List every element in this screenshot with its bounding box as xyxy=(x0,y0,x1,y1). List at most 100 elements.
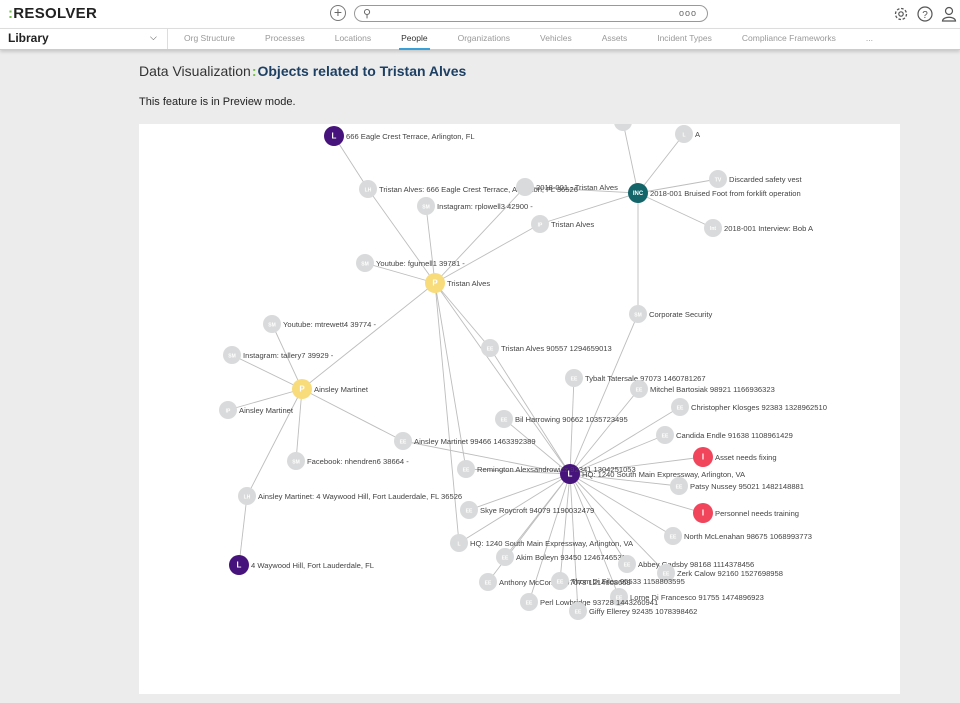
plus-circle-icon[interactable]: + xyxy=(330,5,346,21)
graph-node-circle[interactable] xyxy=(223,346,241,364)
user-icon[interactable] xyxy=(940,5,958,23)
graph-node-circle[interactable] xyxy=(495,410,513,428)
tab-compliance-frameworks[interactable]: Compliance Frameworks xyxy=(741,33,836,43)
tab-assets[interactable]: Assets xyxy=(601,33,628,43)
tab-people[interactable]: People xyxy=(386,29,442,50)
graph-node-circle[interactable] xyxy=(675,125,693,143)
tab-vehicles[interactable]: Vehicles xyxy=(540,33,572,43)
graph-node-circle[interactable] xyxy=(630,380,648,398)
graph-node-circle[interactable] xyxy=(670,477,688,495)
library-selector[interactable]: Library xyxy=(8,31,49,45)
tab-processes[interactable]: Processes xyxy=(265,33,305,43)
graph-node-g6[interactable] xyxy=(614,124,632,131)
graph-node-circle[interactable] xyxy=(569,602,587,620)
graph-node-circle[interactable] xyxy=(610,588,628,606)
graph-node-circle[interactable] xyxy=(565,369,583,387)
graph-node-circle[interactable] xyxy=(287,452,305,470)
search-options-button[interactable]: ooo xyxy=(678,8,697,18)
graph-node-circle[interactable] xyxy=(263,315,281,333)
graph-node-circle[interactable] xyxy=(657,564,675,582)
graph-node-circle[interactable] xyxy=(671,398,689,416)
graph-node-circle[interactable] xyxy=(629,305,647,323)
graph-node-circle[interactable] xyxy=(324,126,344,146)
gear-icon[interactable] xyxy=(892,5,910,23)
graph-node-circle[interactable] xyxy=(551,572,569,590)
help-icon[interactable]: ? xyxy=(916,5,934,23)
graph-node-circle[interactable] xyxy=(520,593,538,611)
graph-node-circle[interactable] xyxy=(704,219,722,237)
graph-node-circle[interactable] xyxy=(359,180,377,198)
graph-node-circle[interactable] xyxy=(460,501,478,519)
graph-node-circle[interactable] xyxy=(394,432,412,450)
graph-node-circle[interactable] xyxy=(693,447,713,467)
graph-node-g2[interactable]: 2018-001 - Tristan Alves xyxy=(516,178,618,196)
graph-node-circle[interactable] xyxy=(664,527,682,545)
graph-node-circle[interactable] xyxy=(618,555,636,573)
graph-node-circle[interactable] xyxy=(560,464,580,484)
graph-node-circle[interactable] xyxy=(709,170,727,188)
graph-node-circle[interactable] xyxy=(417,197,435,215)
tab-org-structure[interactable]: Org Structure xyxy=(184,33,236,43)
tab-locations[interactable]: Locations xyxy=(334,33,372,43)
graph-node-circle[interactable] xyxy=(516,178,534,196)
resolver-logo[interactable]: :RESOLVER xyxy=(8,5,98,22)
graph-node-circle[interactable] xyxy=(219,401,237,419)
graph-node-circle[interactable] xyxy=(656,426,674,444)
chevron-down-icon[interactable]: ⌵ xyxy=(150,32,157,42)
graph-node-circle[interactable] xyxy=(457,460,475,478)
graph-node-circle[interactable] xyxy=(614,124,632,131)
graph-node-circle[interactable] xyxy=(425,273,445,293)
tab-incident-types[interactable]: Incident Types xyxy=(657,33,712,43)
graph-node-circle[interactable] xyxy=(292,379,312,399)
graph-node-circle[interactable] xyxy=(531,215,549,233)
graph-node-circle[interactable] xyxy=(238,487,256,505)
search-input[interactable]: ⚲ ooo xyxy=(354,5,708,22)
tab-more[interactable]: ... xyxy=(865,33,873,43)
graph-node-circle[interactable] xyxy=(356,254,374,272)
graph-node-circle[interactable] xyxy=(693,503,713,523)
graph-node-circle[interactable] xyxy=(496,548,514,566)
graph-node-circle[interactable] xyxy=(479,573,497,591)
